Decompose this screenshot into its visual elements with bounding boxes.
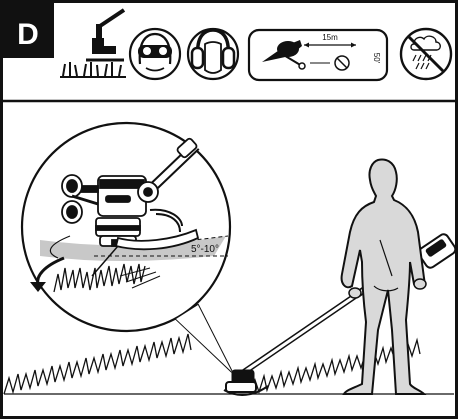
angle-label: 5°-10° <box>191 244 219 255</box>
ear-protection-icon <box>188 29 238 79</box>
distance-side-label: 50' <box>372 53 381 64</box>
bystander-distance-icon: 15m 50' <box>249 30 387 80</box>
no-rain-icon <box>401 29 451 79</box>
eye-protection-icon <box>130 29 180 79</box>
distance-label: 15m <box>322 33 338 42</box>
step-letter: D <box>17 18 39 51</box>
step-badge: D <box>3 3 54 58</box>
